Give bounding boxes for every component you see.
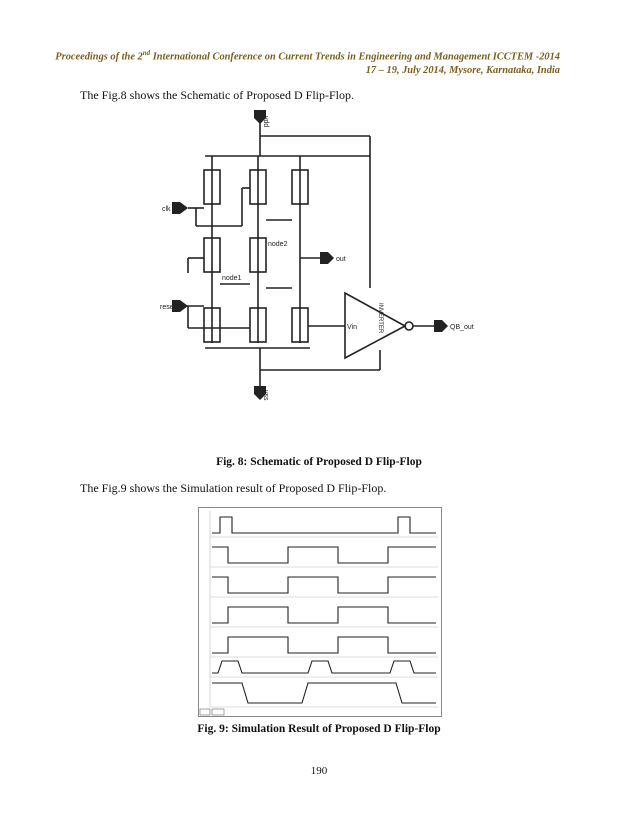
- fig8-intro-paragraph: The Fig.8 shows the Schematic of Propose…: [80, 88, 354, 102]
- fig8-schematic: vdd vss clk reset node1 node2 out QB_out…: [160, 110, 474, 401]
- fig8-caption: Fig. 8: Schematic of Proposed D Flip-Flo…: [216, 456, 422, 468]
- page-number: 190: [310, 765, 328, 777]
- conference-header: Proceedings of the 2nd International Con…: [55, 46, 560, 78]
- out-label: out: [336, 256, 346, 263]
- clk-label: clk: [162, 206, 171, 213]
- vdd-label: vdd: [262, 116, 269, 127]
- header-line-2: 17 – 19, July 2014, Mysore, Karnataka, I…: [365, 65, 560, 77]
- inverter-label: INVERTER: [377, 303, 383, 334]
- fig9-caption: Fig. 9: Simulation Result of Proposed D …: [197, 723, 441, 735]
- fig9-intro-paragraph: The Fig.9 shows the Simulation result of…: [80, 481, 387, 495]
- reset-label: reset: [160, 304, 176, 311]
- vss-label: vss: [262, 390, 269, 401]
- vin-label: Vin: [347, 324, 357, 331]
- header-line-1: Proceedings of the 2nd International Con…: [55, 49, 560, 63]
- node2-label: node2: [268, 241, 288, 248]
- qb-out-label: QB_out: [450, 324, 474, 331]
- fig9-simulation-waveforms: [198, 507, 442, 717]
- node1-label: node1: [222, 275, 242, 282]
